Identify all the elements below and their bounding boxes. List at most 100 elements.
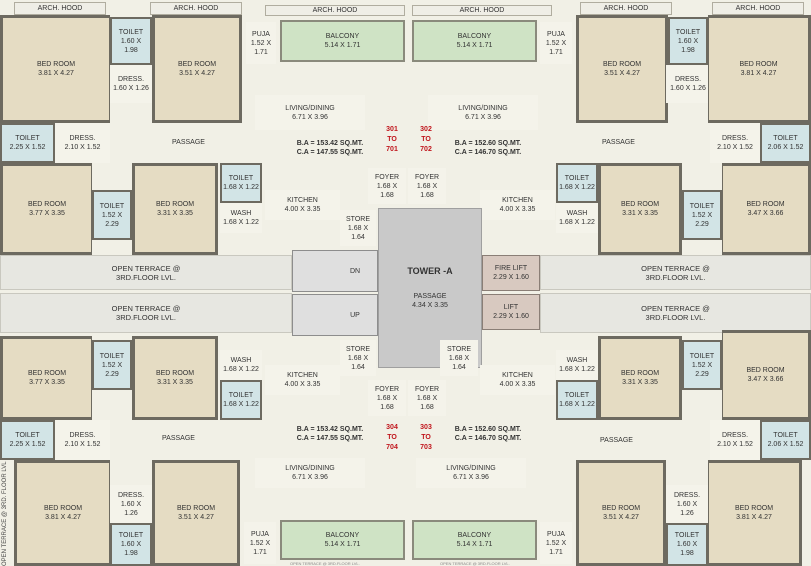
dress-nw-2: DRESS.2.10 X 1.52: [55, 123, 110, 163]
dress-sw-2: DRESS.2.10 X 1.52: [55, 420, 110, 460]
tiny-terrace-note-2: OPEN TERRACE @ 3RD.FLOOR LVL.: [440, 561, 510, 566]
passage-ne: PASSAGE: [602, 139, 635, 146]
core-passage-dim: 4.34 X 3.35: [412, 301, 448, 309]
arch-hood-top-2: ARCH. HOOD: [150, 2, 242, 15]
area-se: B.A = 152.60 SQ.MT.C.A = 146.70 SQ.MT.: [454, 426, 522, 442]
terrace-east-bottom: OPEN TERRACE @3RD.FLOOR LVL.: [540, 293, 811, 333]
arch-hood-top-5: ARCH. HOOD: [580, 2, 672, 15]
arch-hood-top-6: ARCH. HOOD: [712, 2, 804, 15]
terrace-east-top: OPEN TERRACE @3RD.FLOOR LVL.: [540, 255, 811, 290]
passage-nw: PASSAGE: [172, 139, 205, 146]
staircase-dn: DN: [292, 250, 378, 292]
area-sw: B.A = 153.42 SQ.MT.C.A = 147.55 SQ.MT.: [296, 426, 364, 442]
dress-ne-2: DRESS.2.10 X 1.52: [710, 123, 760, 163]
arch-hood-top-3: ARCH. HOOD: [265, 5, 405, 16]
passage-se: PASSAGE: [600, 437, 633, 444]
terrace-vertical-label: OPEN TERRACE @ 3RD. FLOOR LVL: [2, 461, 8, 566]
stair-dn-label: DN: [349, 267, 361, 275]
core-passage-label: PASSAGE: [413, 292, 447, 300]
terrace-west-top: OPEN TERRACE @3RD.FLOOR LVL.: [0, 255, 292, 290]
dress-se-2: DRESS.2.10 X 1.52: [710, 420, 760, 460]
passage-sw: PASSAGE: [162, 435, 195, 442]
area-ne: B.A = 152.60 SQ.MT.C.A = 146.70 SQ.MT.: [454, 140, 522, 156]
terrace-west-bottom: OPEN TERRACE @3RD.FLOOR LVL.: [0, 293, 292, 333]
arch-hood-top-1: ARCH. HOOD: [14, 2, 106, 15]
tower-name: TOWER -A: [407, 265, 453, 276]
dress-nw-1: DRESS.1.60 X 1.26: [110, 65, 152, 103]
dress-ne-1: DRESS.1.60 X 1.26: [666, 65, 710, 103]
arch-hood-top-4: ARCH. HOOD: [412, 5, 552, 16]
area-nw: B.A = 153.42 SQ.MT.C.A = 147.55 SQ.MT.: [296, 140, 364, 156]
tiny-terrace-note-1: OPEN TERRACE @ 3RD.FLOOR LVL.: [290, 561, 360, 566]
staircase-up: UP: [292, 294, 378, 336]
